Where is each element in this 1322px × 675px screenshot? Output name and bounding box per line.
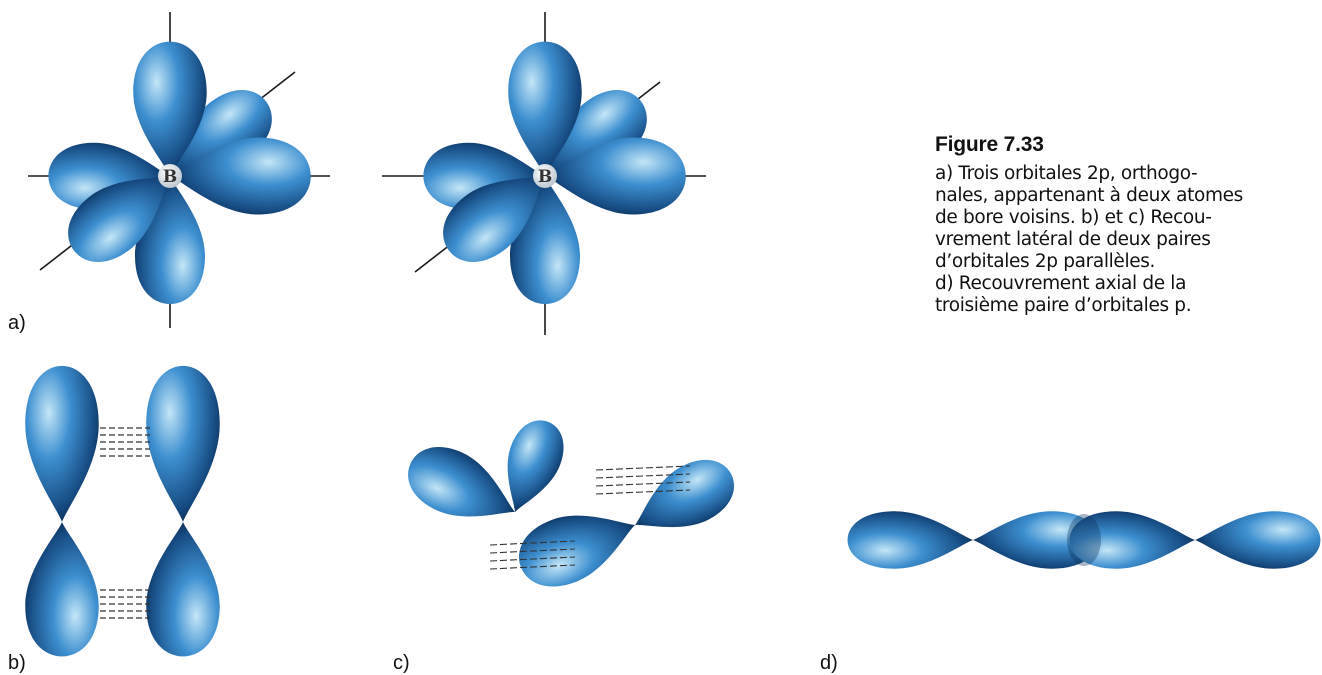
panel-c-lateral-overlap	[397, 413, 745, 598]
orbital-lobe	[397, 435, 528, 541]
overlap-dashes-bottom	[100, 590, 150, 618]
panel-d-axial-overlap	[848, 511, 1321, 568]
panel-a-atom-left: B	[28, 12, 330, 328]
panel-label-d: d)	[820, 652, 838, 675]
panel-label-c: c)	[393, 652, 410, 675]
panel-label-a: a)	[8, 312, 26, 335]
figure-title: Figure 7.33	[935, 133, 1320, 157]
caption-line: nales, appartenant à deux atomes	[935, 185, 1320, 207]
orbital-lobe	[146, 522, 220, 656]
orbital-lobe	[848, 511, 973, 568]
overlap-dashes-top	[100, 428, 150, 456]
caption-line: a) Trois orbitales 2p, orthogo-	[935, 163, 1320, 185]
orbital-lobe	[621, 448, 745, 552]
panel-b-lateral-overlap	[25, 366, 220, 657]
orbital-lobe	[146, 366, 220, 522]
atom-label-left: B	[163, 167, 177, 187]
caption-line: de bore voisins. b) et c) Recou-	[935, 207, 1320, 229]
orbital-lobe	[1195, 511, 1320, 568]
caption-line: d) Recouvrement axial de la	[935, 273, 1320, 295]
orbital-lobe	[509, 494, 646, 598]
atom-label-right: B	[538, 167, 552, 187]
caption-line: troisième paire d’orbitales p.	[935, 295, 1320, 317]
orbital-lobe	[25, 522, 99, 656]
caption-line: vrement latéral de deux paires	[935, 229, 1320, 251]
orbital-lobe	[25, 366, 99, 522]
caption-line: d’orbitales 2p parallèles.	[935, 251, 1320, 273]
panel-a-atom-right: B	[382, 12, 706, 335]
overlap-region	[1067, 514, 1101, 566]
figure-caption: Figure 7.33 a) Trois orbitales 2p, ortho…	[935, 133, 1320, 317]
panel-label-b: b)	[8, 652, 26, 675]
